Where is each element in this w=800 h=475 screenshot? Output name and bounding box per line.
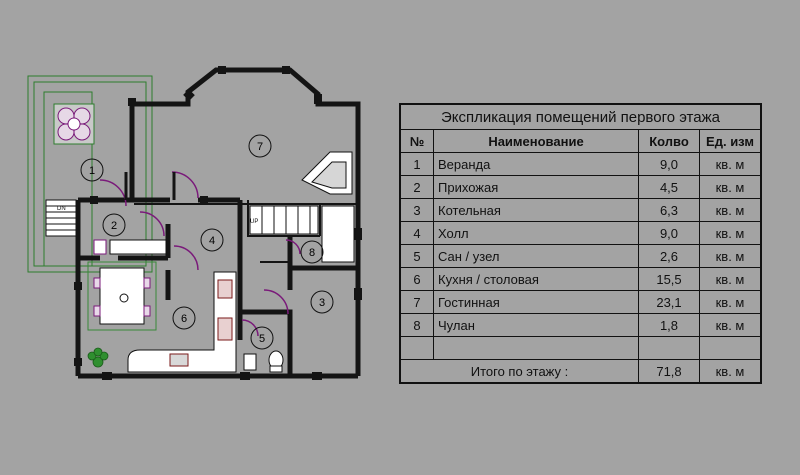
svg-text:4: 4 [209,235,215,247]
flower-bed-icon [53,103,95,145]
svg-text:1: 1 [89,165,95,177]
table-row: 6 Кухня / столовая 15,5 кв. м [399,267,762,291]
room-marker-3: 3 [310,290,334,314]
svg-text:7: 7 [257,141,263,153]
stair-up-label: UP [250,219,258,225]
row-unit: кв. м [699,313,762,337]
table-row-empty [399,336,762,360]
row-area: 1,8 [638,313,700,337]
row-unit: кв. м [699,175,762,199]
table-header-row: № Наименование Колво Ед. изм [399,129,762,153]
room-marker-2: 2 [102,213,126,237]
svg-text:3: 3 [319,297,325,309]
dining-table [87,261,157,331]
row-number: 3 [399,198,434,222]
row-unit: кв. м [699,221,762,245]
row-name: Прихожая [433,175,639,199]
total-area: 71,8 [638,359,700,384]
room-marker-6: 6 [172,306,196,330]
room-marker-1: 1 [80,158,104,182]
row-unit: кв. м [699,152,762,176]
room-schedule-table: Экспликация помещений первого этажа № На… [399,103,762,384]
row-name: Веранда [433,152,639,176]
row-number: 4 [399,221,434,245]
table-total-row: Итого по этажу : 71,8 кв. м [399,359,762,384]
header-unit: Ед. изм [699,129,762,153]
row-name: Чулан [433,313,639,337]
veranda-outline [27,75,153,273]
row-area: 9,0 [638,221,700,245]
door-swings [99,171,301,337]
svg-text:6: 6 [181,313,187,325]
row-area: 2,6 [638,244,700,268]
total-label: Итого по этажу : [399,359,639,384]
veranda-stair [45,199,77,237]
plant-icon [87,347,109,368]
header-number: № [399,129,434,153]
row-area: 9,0 [638,152,700,176]
fireplace-icon [301,151,353,195]
floor-plan: DN [27,66,362,380]
row-unit: кв. м [699,244,762,268]
row-number: 7 [399,290,434,314]
row-unit: кв. м [699,198,762,222]
room-marker-5: 5 [250,326,274,350]
row-unit: кв. м [699,267,762,291]
table-row: 7 Гостинная 23,1 кв. м [399,290,762,314]
room-marker-4: 4 [200,228,224,252]
svg-text:2: 2 [111,220,117,232]
row-number: 2 [399,175,434,199]
table-row: 4 Холл 9,0 кв. м [399,221,762,245]
row-area: 15,5 [638,267,700,291]
row-unit: кв. м [699,290,762,314]
walls [75,67,361,379]
kitchen-counter [127,271,237,373]
row-number: 1 [399,152,434,176]
row-name: Сан / узел [433,244,639,268]
table-row: 5 Сан / узел 2,6 кв. м [399,244,762,268]
indoor-stair [249,205,355,263]
header-quantity: Колво [638,129,700,153]
row-area: 6,3 [638,198,700,222]
header-name: Наименование [433,129,639,153]
interior-lines [134,200,356,263]
hallway-bench [93,239,107,255]
row-area: 4,5 [638,175,700,199]
row-name: Холл [433,221,639,245]
room-markers: 1 2 3 4 5 6 7 8 [80,134,334,350]
row-name: Котельная [433,198,639,222]
row-name: Кухня / столовая [433,267,639,291]
table-row: 1 Веранда 9,0 кв. м [399,152,762,176]
table-row: 2 Прихожая 4,5 кв. м [399,175,762,199]
room-marker-8: 8 [300,240,324,264]
hallway-shelf [109,239,167,255]
bathroom-fixtures [243,350,284,373]
window-markers [74,66,362,380]
svg-text:5: 5 [259,333,265,345]
stair-down-label: DN [57,206,66,212]
svg-text:8: 8 [309,247,315,259]
row-number: 5 [399,244,434,268]
row-area: 23,1 [638,290,700,314]
table-title: Экспликация помещений первого этажа [399,103,762,130]
row-name: Гостинная [433,290,639,314]
table-row: 8 Чулан 1,8 кв. м [399,313,762,337]
row-number: 6 [399,267,434,291]
room-marker-7: 7 [248,134,272,158]
total-unit: кв. м [699,359,762,384]
table-row: 3 Котельная 6,3 кв. м [399,198,762,222]
row-number: 8 [399,313,434,337]
